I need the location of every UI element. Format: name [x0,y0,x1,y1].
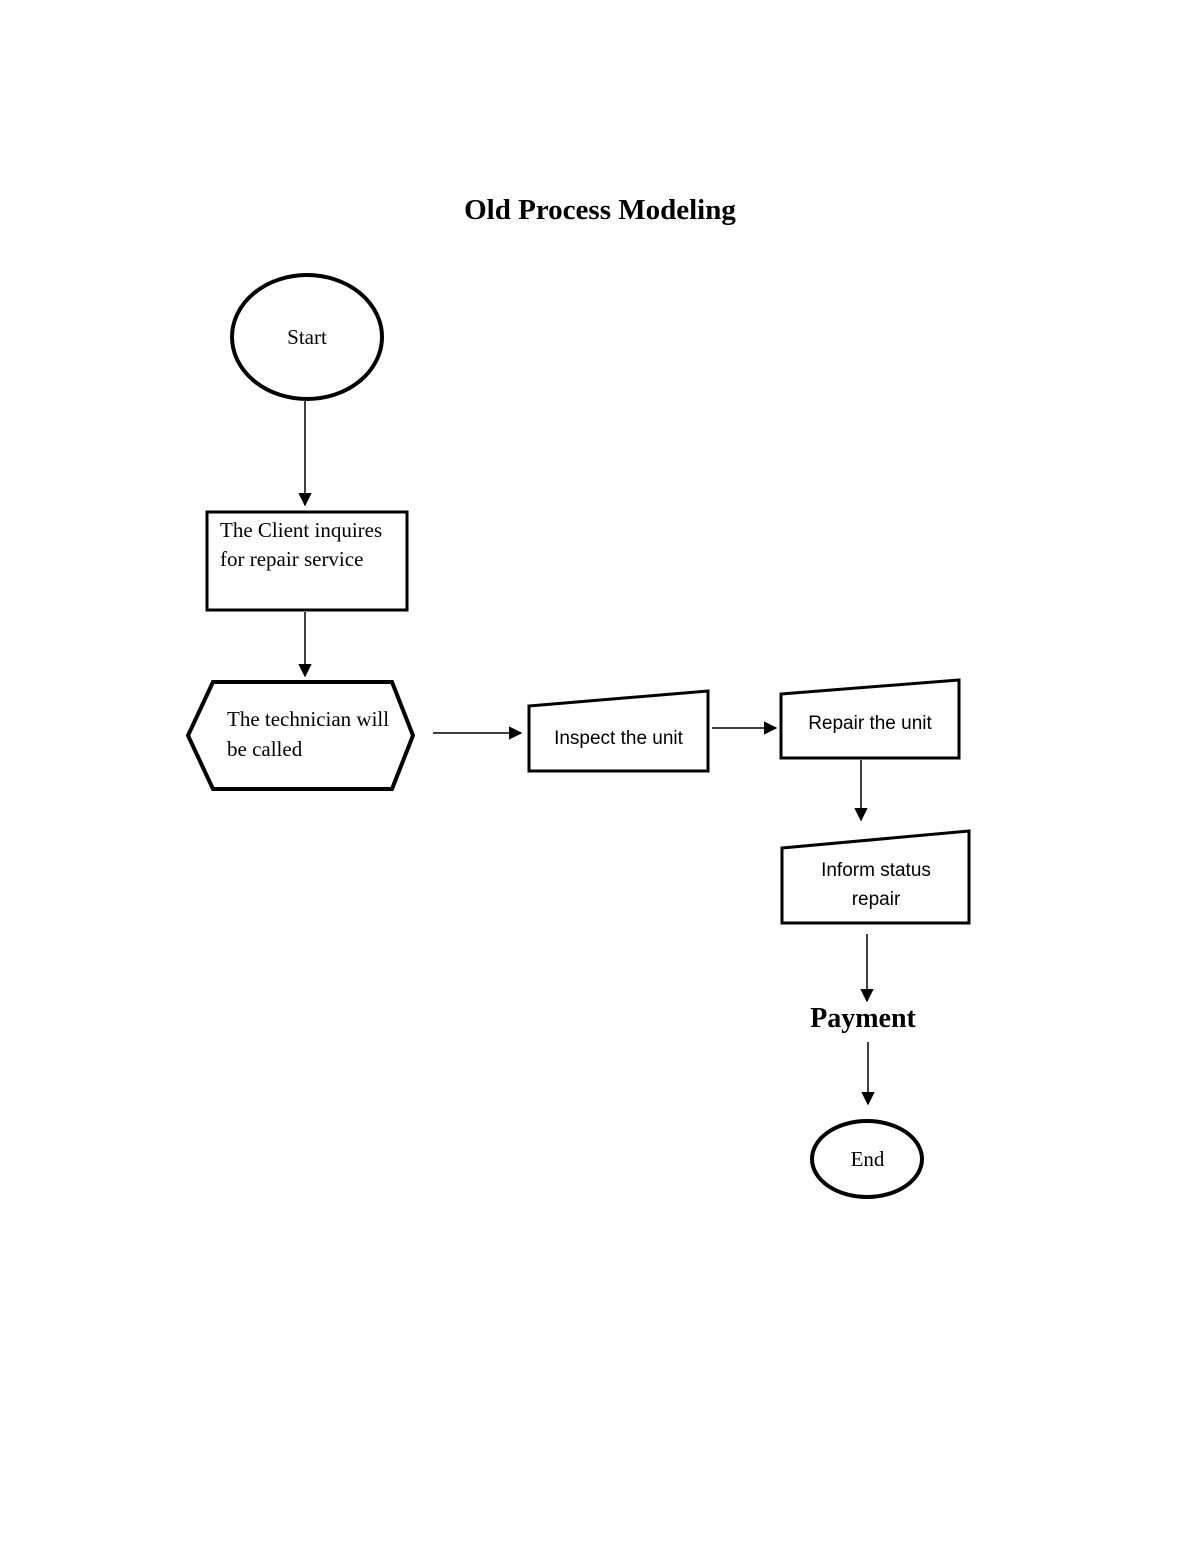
inform-status-node-label: Inform status repair [821,860,931,910]
inform-status-node-manual-input [780,829,971,925]
end-node-label: End [850,1147,885,1171]
inspect-unit-node-label: Inspect the unit [554,728,683,749]
client-inquiry-node-label: The Client inquires for repair service [220,518,383,571]
inspect-unit-node-manual-input [527,689,710,773]
start-node-label: Start [287,325,327,349]
technician-node-label: The technician will be called [227,707,390,761]
technician-node-hexagon [185,680,416,791]
page-title: Old Process Modeling [464,194,736,226]
payment-node-label: Payment [810,1003,916,1034]
repair-unit-node-manual-input [779,678,961,760]
client-inquiry-node-rectangle [205,510,409,612]
end-node-ellipse [810,1119,924,1199]
repair-unit-node-label: Repair the unit [808,713,932,734]
start-node-ellipse [230,273,384,401]
